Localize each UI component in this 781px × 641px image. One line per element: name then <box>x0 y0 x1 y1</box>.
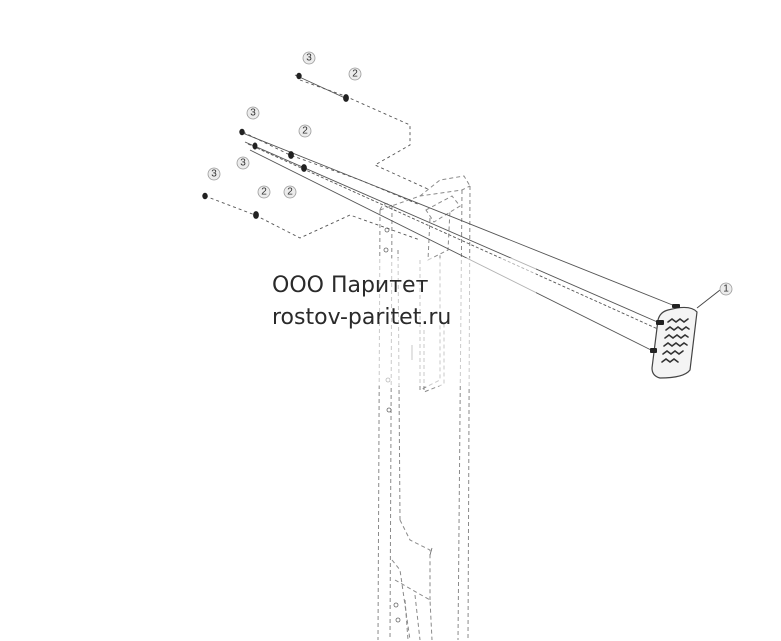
svg-text:3: 3 <box>211 169 217 180</box>
nut-2c <box>301 164 307 172</box>
fastener-leader-lines <box>204 79 431 241</box>
nut-2b <box>288 151 294 159</box>
frame-column-phantom <box>377 175 471 641</box>
bolt-3c <box>252 142 258 150</box>
watermark: ООО Паритет rostov-paritet.ru <box>272 270 451 334</box>
fasteners <box>202 72 349 219</box>
callout-3c: 3 <box>236 156 250 170</box>
callout-2c: 2 <box>283 185 297 199</box>
svg-text:3: 3 <box>250 108 256 119</box>
callout-2d: 2 <box>257 185 271 199</box>
bolt-3a <box>296 72 302 80</box>
callout-1: 1 <box>719 282 733 296</box>
callout-2a: 2 <box>348 67 362 81</box>
svg-text:2: 2 <box>302 126 308 137</box>
callout-3a: 3 <box>302 51 316 65</box>
watermark-website: rostov-paritet.ru <box>272 305 452 330</box>
watermark-company: ООО Паритет <box>272 273 429 298</box>
svg-text:2: 2 <box>352 69 358 80</box>
svg-text:1: 1 <box>723 284 729 295</box>
bolt-3d <box>202 192 208 200</box>
nut-2d <box>253 211 259 219</box>
nut-2a <box>343 94 349 102</box>
callout-leader-1 <box>696 289 721 309</box>
svg-text:3: 3 <box>306 53 312 64</box>
watermark-background <box>246 258 536 386</box>
callout-3d: 3 <box>207 167 221 181</box>
callout-3b: 3 <box>246 106 260 120</box>
pedal-pad <box>650 304 698 379</box>
pedal-tread-pattern <box>661 318 690 363</box>
callout-2b: 2 <box>298 124 312 138</box>
bolt-3b <box>239 128 245 136</box>
pedal-mount-pins <box>650 304 680 353</box>
svg-text:3: 3 <box>240 158 246 169</box>
pedal-shaft-lines <box>239 74 681 353</box>
svg-text:2: 2 <box>287 187 293 198</box>
svg-text:2: 2 <box>261 187 267 198</box>
